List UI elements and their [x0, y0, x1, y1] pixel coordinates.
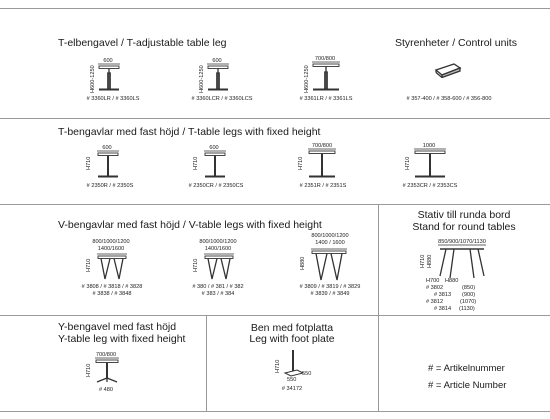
section-title-control-units: Styrenheter / Control units: [395, 37, 517, 49]
v-fixed-leg-3-illustration: [309, 248, 349, 282]
round-size-1: (850): [462, 285, 476, 291]
y-fixed-codes: # 480: [99, 387, 113, 393]
t-fixed-leg-4-illustration: [412, 148, 448, 180]
divider-v-round: [378, 204, 379, 315]
v-fixed-2-codes-line2: # 383 / # 384: [201, 291, 235, 297]
round-code-4: # 3814: [434, 306, 452, 312]
section-title-round-line2: Stand for round tables: [412, 221, 516, 233]
divider-top: [0, 8, 550, 9]
v-fixed-2-height: H710: [193, 258, 199, 272]
divider-1: [0, 118, 550, 119]
t-fixed-4-width: 1000: [422, 143, 436, 149]
t-fixed-4-codes: # 2353CR / # 2353CS: [402, 183, 458, 189]
round-height-b: H880: [427, 254, 433, 268]
leg-with-foot-plate-illustration: [283, 349, 305, 379]
legend-line-swedish: # = Artikelnummer: [428, 363, 505, 374]
t-adjustable-leg-2-illustration: [205, 63, 231, 93]
t-fixed-leg-2-illustration: [202, 150, 228, 180]
y-table-leg-illustration: [93, 357, 121, 385]
t-adj-2-width: 600: [212, 58, 222, 64]
t-adj-1-codes: # 3360LR / # 3360LS: [86, 96, 140, 102]
section-title-v-fixed: V-bengavlar med fast höjd / V-table legs…: [58, 219, 322, 231]
t-adj-3-width: 700/800: [314, 56, 336, 62]
v-fixed-3-height: H880: [300, 256, 306, 270]
section-title-round-line1: Stativ till runda bord: [417, 209, 511, 221]
control-unit-illustration: [434, 62, 462, 78]
round-label-h700: H700: [426, 278, 440, 284]
section-title-y-line2: Y-table leg with fixed height: [58, 333, 186, 345]
t-adjustable-leg-3-illustration: [310, 61, 342, 93]
foot-plate-codes: # 34172: [281, 386, 303, 392]
section-title-foot-line1: Ben med fotplatta: [250, 322, 334, 334]
t-fixed-1-codes: # 2350R / # 2350S: [86, 183, 134, 189]
legend-line-english: # = Article Number: [428, 380, 507, 391]
section-title-y-line1: Y-bengavel med fast höjd: [58, 321, 177, 333]
t-fixed-3-height: H710: [298, 156, 304, 170]
t-adjustable-leg-1-illustration: [96, 63, 122, 93]
t-fixed-2-codes: # 2350CR / # 2350CS: [188, 183, 244, 189]
foot-plate-dim-b: 550: [287, 377, 297, 383]
t-fixed-3-width: 700/800: [311, 143, 333, 149]
t-fixed-leg-1-illustration: [95, 150, 121, 180]
divider-3: [0, 315, 550, 316]
round-table-stand-illustration: [436, 244, 488, 280]
v-fixed-1-codes-line1: # 3808 / # 3818 / # 3828: [81, 284, 143, 290]
v-fixed-1-codes-line2: # 3838 / # 3848: [92, 291, 132, 297]
v-fixed-2-width-line1: 800/1000/1200: [199, 239, 237, 245]
round-code-3: # 3812: [426, 299, 444, 305]
t-fixed-1-height: H710: [86, 156, 92, 170]
v-fixed-3-width-line1: 800/1000/1200: [311, 233, 349, 239]
v-fixed-2-width-line2: 1400/1600: [204, 246, 232, 252]
v-fixed-1-height: H710: [86, 258, 92, 272]
t-fixed-1-width: 600: [102, 145, 112, 151]
v-fixed-2-codes-line1: # 380 / # 381 / # 382: [192, 284, 244, 290]
round-size-2: (900): [462, 292, 476, 298]
v-fixed-leg-2-illustration: [202, 253, 236, 281]
t-fixed-2-width: 600: [209, 145, 219, 151]
divider-v-y: [206, 315, 207, 411]
foot-plate-height: H710: [275, 359, 281, 373]
round-size-3: (1070): [460, 299, 477, 305]
t-fixed-3-codes: # 2351R / # 2351S: [299, 183, 347, 189]
divider-v-legend: [378, 315, 379, 411]
divider-2: [0, 204, 550, 205]
t-adj-1-width: 600: [103, 58, 113, 64]
v-fixed-3-codes-line1: # 3809 / # 3819 / # 3829: [299, 284, 361, 290]
round-width: 850/900/1070/1130: [438, 239, 486, 245]
control-unit-codes: # 357-400 / # 358-600 / # 356-800: [406, 96, 492, 102]
foot-plate-dim-a: 550: [302, 371, 312, 377]
t-adj-2-codes: # 3360LCR / # 3360LCS: [191, 96, 253, 102]
round-code-1: # 3802: [426, 285, 444, 291]
round-label-h880: H880: [445, 278, 459, 284]
t-fixed-leg-3-illustration: [306, 148, 338, 180]
divider-bottom: [0, 411, 550, 412]
round-size-4: (1130): [459, 306, 475, 312]
round-code-2: # 3813: [434, 292, 452, 298]
v-fixed-leg-1-illustration: [95, 253, 129, 281]
t-fixed-4-height: H710: [405, 156, 411, 170]
v-fixed-3-width-line2: 1400 / 1600: [315, 240, 345, 246]
section-title-foot-line2: Leg with foot plate: [249, 333, 335, 345]
section-title-t-adjustable: T-elbengavel / T-adjustable table leg: [58, 37, 227, 49]
v-fixed-3-codes-line2: # 3839 / # 3849: [310, 291, 350, 297]
section-title-t-fixed: T-bengavlar med fast höjd / T-table legs…: [58, 126, 321, 138]
y-fixed-height: H710: [86, 363, 92, 377]
v-fixed-1-width-line1: 800/1000/1200: [92, 239, 130, 245]
y-fixed-width: 700/800: [95, 352, 117, 358]
t-fixed-2-height: H710: [193, 156, 199, 170]
t-adj-3-codes: # 3361LR / # 3361LS: [299, 96, 353, 102]
v-fixed-1-width-line2: 1400/1600: [97, 246, 125, 252]
round-height-a: H710: [420, 254, 426, 268]
